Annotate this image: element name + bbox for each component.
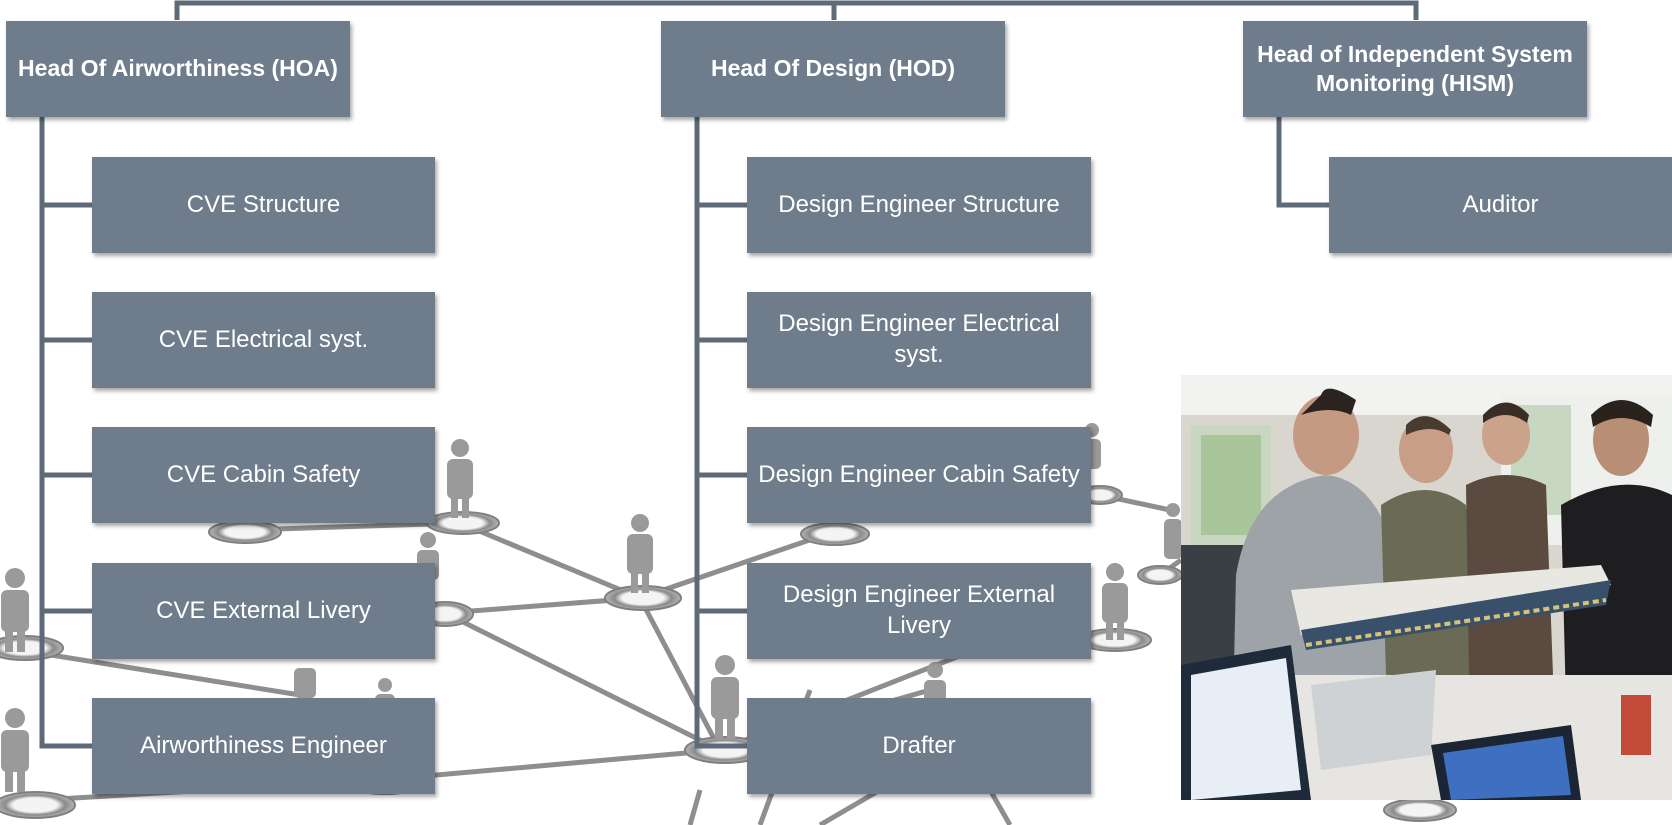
role-cve-external-livery: CVE External Livery xyxy=(92,563,435,659)
role-design-engineer-cabin-safety: Design Engineer Cabin Safety xyxy=(747,427,1091,523)
role-drafter: Drafter xyxy=(747,698,1091,794)
team-photo xyxy=(1181,375,1672,800)
role-design-engineer-external-livery: Design Engineer External Livery xyxy=(747,563,1091,659)
role-cve-cabin-safety: CVE Cabin Safety xyxy=(92,427,435,523)
role-design-engineer-electrical: Design Engineer Electrical syst. xyxy=(747,292,1091,388)
head-of-design-box: Head Of Design (HOD) xyxy=(661,21,1005,117)
role-cve-structure: CVE Structure xyxy=(92,157,435,253)
head-of-airworthiness-box: Head Of Airworthiness (HOA) xyxy=(6,21,350,117)
team-photo-icon xyxy=(1181,375,1672,800)
role-airworthiness-engineer: Airworthiness Engineer xyxy=(92,698,435,794)
role-auditor: Auditor xyxy=(1329,157,1672,253)
role-cve-electrical: CVE Electrical syst. xyxy=(92,292,435,388)
role-design-engineer-structure: Design Engineer Structure xyxy=(747,157,1091,253)
head-of-hism-box: Head of Independent System Monitoring (H… xyxy=(1243,21,1587,117)
